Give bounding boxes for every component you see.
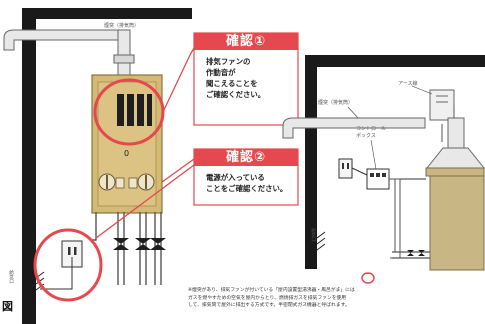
- valves-right: [407, 250, 425, 256]
- control-box-label: コントロール ボックス: [356, 126, 386, 140]
- callout-leaders: [95, 47, 195, 239]
- callout2-line: 電源が入っている: [206, 173, 265, 182]
- boiler-right: [425, 167, 485, 271]
- exhaust-duct-right: [282, 89, 465, 155]
- power-outlet-right: [338, 158, 368, 179]
- footnote-line: して、排気筒で屋外に排出する方式です。半密閉式ガス機器と呼ばれます。: [188, 303, 350, 309]
- highlight-circle-outlet: [33, 228, 103, 302]
- callout2-text: 電源が入っている ことをご確認ください。: [206, 172, 287, 194]
- callout1-line: ご確認ください。: [206, 90, 266, 99]
- footnote: ※煙突があり、排気ファンが付いている「屋内設置型湯沸器・風呂がま」には ガスを燃…: [188, 287, 484, 310]
- vent-grille-right: [316, 231, 326, 251]
- control-box-label-line: ボックス: [356, 133, 376, 139]
- leaders-right: [347, 85, 433, 170]
- vent-label-left: 給気口: [8, 270, 14, 284]
- power-outlet-left: [40, 240, 83, 290]
- callout1-text: 排気ファンの 作動音が 聞こえることを ご確認ください。: [206, 56, 265, 100]
- callout1-line: 排気ファンの: [206, 57, 251, 66]
- footnote-line: ※煙突があり、排気ファンが付いている「屋内設置型湯沸器・風呂がま」には: [188, 288, 355, 293]
- footnote-line: ガスを燃やすための空気を屋内からとり、燃焼排ガスを排気ファンを使用: [188, 295, 347, 301]
- callout1-line: 作動音が: [206, 68, 236, 77]
- draft-hood: [425, 147, 485, 169]
- earth-wire-label: アース線: [398, 81, 418, 87]
- side-glyph: 図: [2, 300, 13, 313]
- callout2-heading: 確認②: [194, 149, 298, 166]
- right-room-walls: [305, 55, 485, 269]
- control-box-label-line: コントロール: [356, 126, 387, 132]
- exhaust-duct-left: [3, 29, 135, 81]
- callout1-line: 聞こえることを: [206, 79, 258, 88]
- heater-digit: 0: [124, 149, 130, 158]
- callout1-heading: 確認①: [194, 33, 298, 50]
- callout2-line: ことをご確認ください。: [206, 184, 288, 193]
- vent-label-right: 給気口: [310, 228, 316, 242]
- highlight-circle-right-small: [361, 272, 375, 284]
- valves-left: [113, 238, 166, 250]
- exhaust-duct-label-left: 煙突（排気筒）: [104, 23, 140, 29]
- left-room-walls: [22, 8, 192, 324]
- exhaust-duct-label-right: 煙突（排気筒）: [318, 100, 354, 106]
